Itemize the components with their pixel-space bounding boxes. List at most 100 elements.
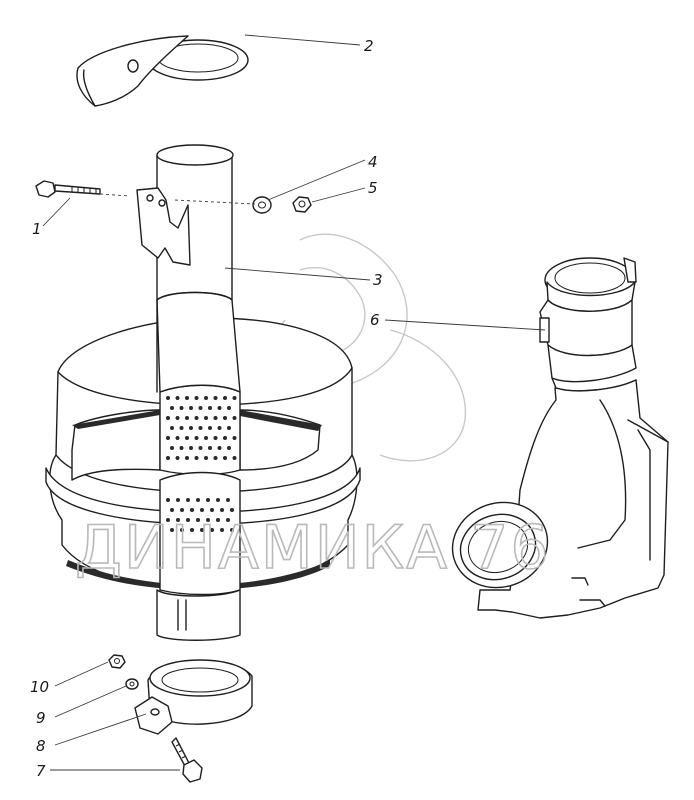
perforation-hole xyxy=(180,508,184,512)
perforation-hole xyxy=(230,528,234,532)
perforation-hole xyxy=(223,456,227,460)
perforation-hole xyxy=(230,508,234,512)
perforation-hole xyxy=(206,498,210,502)
perforation-hole xyxy=(166,518,170,522)
perforation-hole xyxy=(204,436,208,440)
perforation-hole xyxy=(223,396,227,400)
perforation-hole xyxy=(232,396,237,400)
perforation-hole xyxy=(216,518,220,522)
clamp-part-8 xyxy=(134,659,253,735)
washer-part-4 xyxy=(252,196,272,214)
perforation-hole xyxy=(213,456,218,460)
perforation-hole xyxy=(196,518,200,522)
perforation-hole xyxy=(179,446,184,450)
perforation-hole xyxy=(227,446,231,450)
perforation-hole xyxy=(208,426,212,430)
leader-lines xyxy=(42,34,546,771)
bolt-part-7 xyxy=(171,737,203,783)
cap-part xyxy=(76,35,249,107)
perforation-hole xyxy=(175,436,180,440)
perforation-hole xyxy=(170,508,174,512)
perforation-hole xyxy=(232,416,237,420)
perforation-hole xyxy=(176,498,180,502)
perforation-hole xyxy=(232,456,237,460)
perforation-hole xyxy=(200,528,204,532)
callout-5: 5 xyxy=(368,179,378,197)
perforation-hole xyxy=(185,396,189,400)
perforation-hole xyxy=(189,426,193,430)
perforation-hole xyxy=(166,416,170,420)
perforated-screen xyxy=(166,396,237,532)
callout-7: 7 xyxy=(36,762,46,780)
perforation-hole xyxy=(198,426,203,430)
perforation-hole xyxy=(204,456,208,460)
perforation-hole xyxy=(208,446,212,450)
perforation-hole xyxy=(227,406,231,410)
perforation-hole xyxy=(179,426,184,430)
washer-part-9 xyxy=(125,678,139,690)
perforation-hole xyxy=(226,518,230,522)
perforation-hole xyxy=(213,396,218,400)
perforation-hole xyxy=(198,446,203,450)
perforation-hole xyxy=(175,416,180,420)
perforation-hole xyxy=(210,528,214,532)
bolt-part-1 xyxy=(35,180,101,198)
perforation-hole xyxy=(223,416,227,420)
perforation-hole xyxy=(204,416,208,420)
callout-2: 2 xyxy=(364,37,374,55)
perforation-hole xyxy=(194,396,199,400)
perforation-hole xyxy=(166,498,170,502)
callout-3: 3 xyxy=(373,271,383,289)
perforation-hole xyxy=(175,456,180,460)
callout-8: 8 xyxy=(36,737,46,755)
perforation-hole xyxy=(190,528,194,532)
perforation-hole xyxy=(185,456,189,460)
perforation-hole xyxy=(208,406,212,410)
perforation-hole xyxy=(204,396,208,400)
callout-1: 1 xyxy=(32,220,42,238)
callout-4: 4 xyxy=(368,153,378,171)
perforation-hole xyxy=(217,406,222,410)
nut-part-5 xyxy=(292,196,312,213)
perforation-hole xyxy=(170,406,174,410)
perforation-hole xyxy=(170,446,174,450)
perforation-hole xyxy=(189,406,193,410)
callout-6: 6 xyxy=(370,311,380,329)
perforation-hole xyxy=(217,426,222,430)
perforation-hole xyxy=(227,426,231,430)
perforation-hole xyxy=(206,518,210,522)
perforation-hole xyxy=(180,528,184,532)
perforation-hole xyxy=(226,498,230,502)
perforation-hole xyxy=(186,518,190,522)
perforation-hole xyxy=(216,498,220,502)
perforation-hole xyxy=(170,426,174,430)
perforation-hole xyxy=(179,406,184,410)
perforation-hole xyxy=(198,406,203,410)
perforation-hole xyxy=(166,456,170,460)
perforation-hole xyxy=(223,436,227,440)
perforation-hole xyxy=(176,518,180,522)
perforation-hole xyxy=(220,508,224,512)
elbow-intake-part-6 xyxy=(451,257,669,619)
perforation-hole xyxy=(196,498,200,502)
perforation-hole xyxy=(170,528,174,532)
callout-labels: 1 2 3 4 5 6 7 8 9 10 xyxy=(30,37,383,780)
perforation-hole xyxy=(210,508,214,512)
perforation-hole xyxy=(190,508,194,512)
perforation-hole xyxy=(194,416,199,420)
perforation-hole xyxy=(200,508,204,512)
perforation-hole xyxy=(213,416,218,420)
perforation-hole xyxy=(185,416,189,420)
perforation-hole xyxy=(175,396,180,400)
perforation-hole xyxy=(166,436,170,440)
watermark-text: ДИНАМИКА 76 xyxy=(75,513,551,583)
perforation-hole xyxy=(166,396,170,400)
perforation-hole xyxy=(186,498,190,502)
perforation-hole xyxy=(232,436,237,440)
callout-10: 10 xyxy=(30,678,49,696)
perforation-hole xyxy=(213,436,218,440)
perforation-hole xyxy=(217,446,222,450)
perforation-hole xyxy=(194,456,199,460)
nut-part-10 xyxy=(108,654,126,669)
